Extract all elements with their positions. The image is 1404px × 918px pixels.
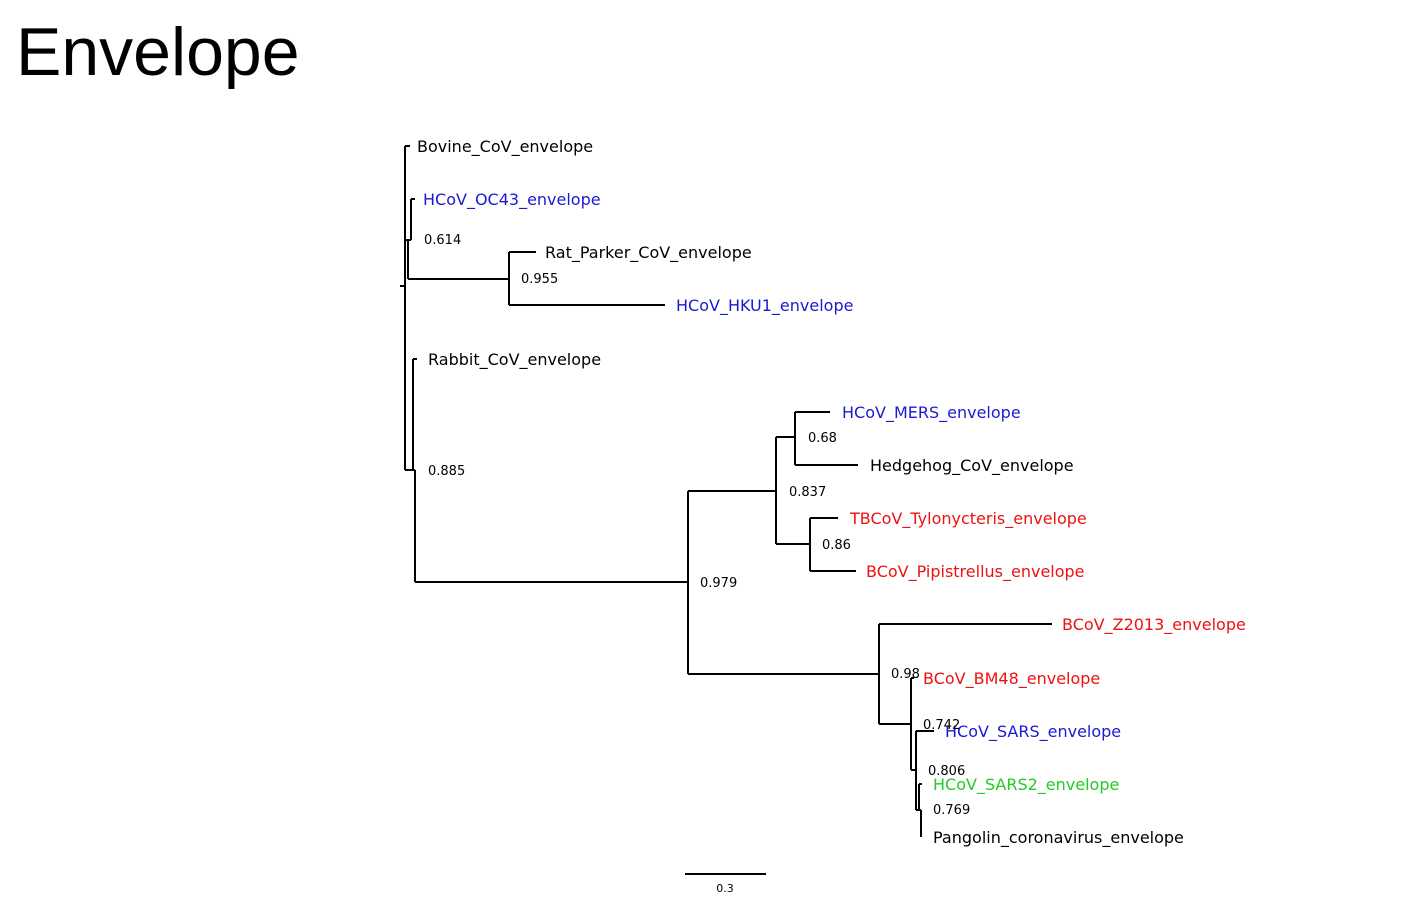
- support-value: 0.742: [923, 718, 960, 733]
- support-value: 0.837: [789, 485, 826, 500]
- leaf-label: Rabbit_CoV_envelope: [428, 350, 601, 370]
- support-value: 0.86: [822, 538, 851, 553]
- support-value: 0.806: [928, 764, 965, 779]
- leaf-label: TBCoV_Tylonycteris_envelope: [849, 509, 1087, 529]
- support-value: 0.614: [424, 233, 461, 248]
- scale-bar-label: 0.3: [716, 882, 734, 895]
- support-value: 0.979: [700, 576, 737, 591]
- leaf-label: BCoV_BM48_envelope: [923, 669, 1100, 689]
- leaf-labels: Bovine_CoV_envelope HCoV_OC43_envelope R…: [417, 137, 1246, 848]
- leaf-label: Bovine_CoV_envelope: [417, 137, 593, 157]
- support-value: 0.98: [891, 667, 920, 682]
- leaf-label: Hedgehog_CoV_envelope: [870, 456, 1074, 476]
- leaf-label: HCoV_OC43_envelope: [423, 190, 601, 210]
- scale-bar: 0.3: [685, 873, 766, 895]
- leaf-label: BCoV_Pipistrellus_envelope: [866, 562, 1085, 582]
- leaf-label: HCoV_MERS_envelope: [842, 403, 1021, 423]
- leaf-label: HCoV_SARS_envelope: [945, 722, 1121, 742]
- leaf-label: BCoV_Z2013_envelope: [1062, 615, 1246, 635]
- leaf-label: Pangolin_coronavirus_envelope: [933, 828, 1184, 848]
- leaf-label: HCoV_HKU1_envelope: [676, 296, 853, 316]
- leaf-label: Rat_Parker_CoV_envelope: [545, 243, 752, 263]
- support-value: 0.885: [428, 464, 465, 479]
- support-values: 0.614 0.955 0.885 0.68 0.837 0.86 0.979 …: [424, 233, 970, 818]
- support-value: 0.769: [933, 803, 970, 818]
- support-value: 0.955: [521, 272, 558, 287]
- support-value: 0.68: [808, 431, 837, 446]
- leaf-label: HCoV_SARS2_envelope: [933, 775, 1119, 795]
- page-title: Envelope: [16, 14, 300, 90]
